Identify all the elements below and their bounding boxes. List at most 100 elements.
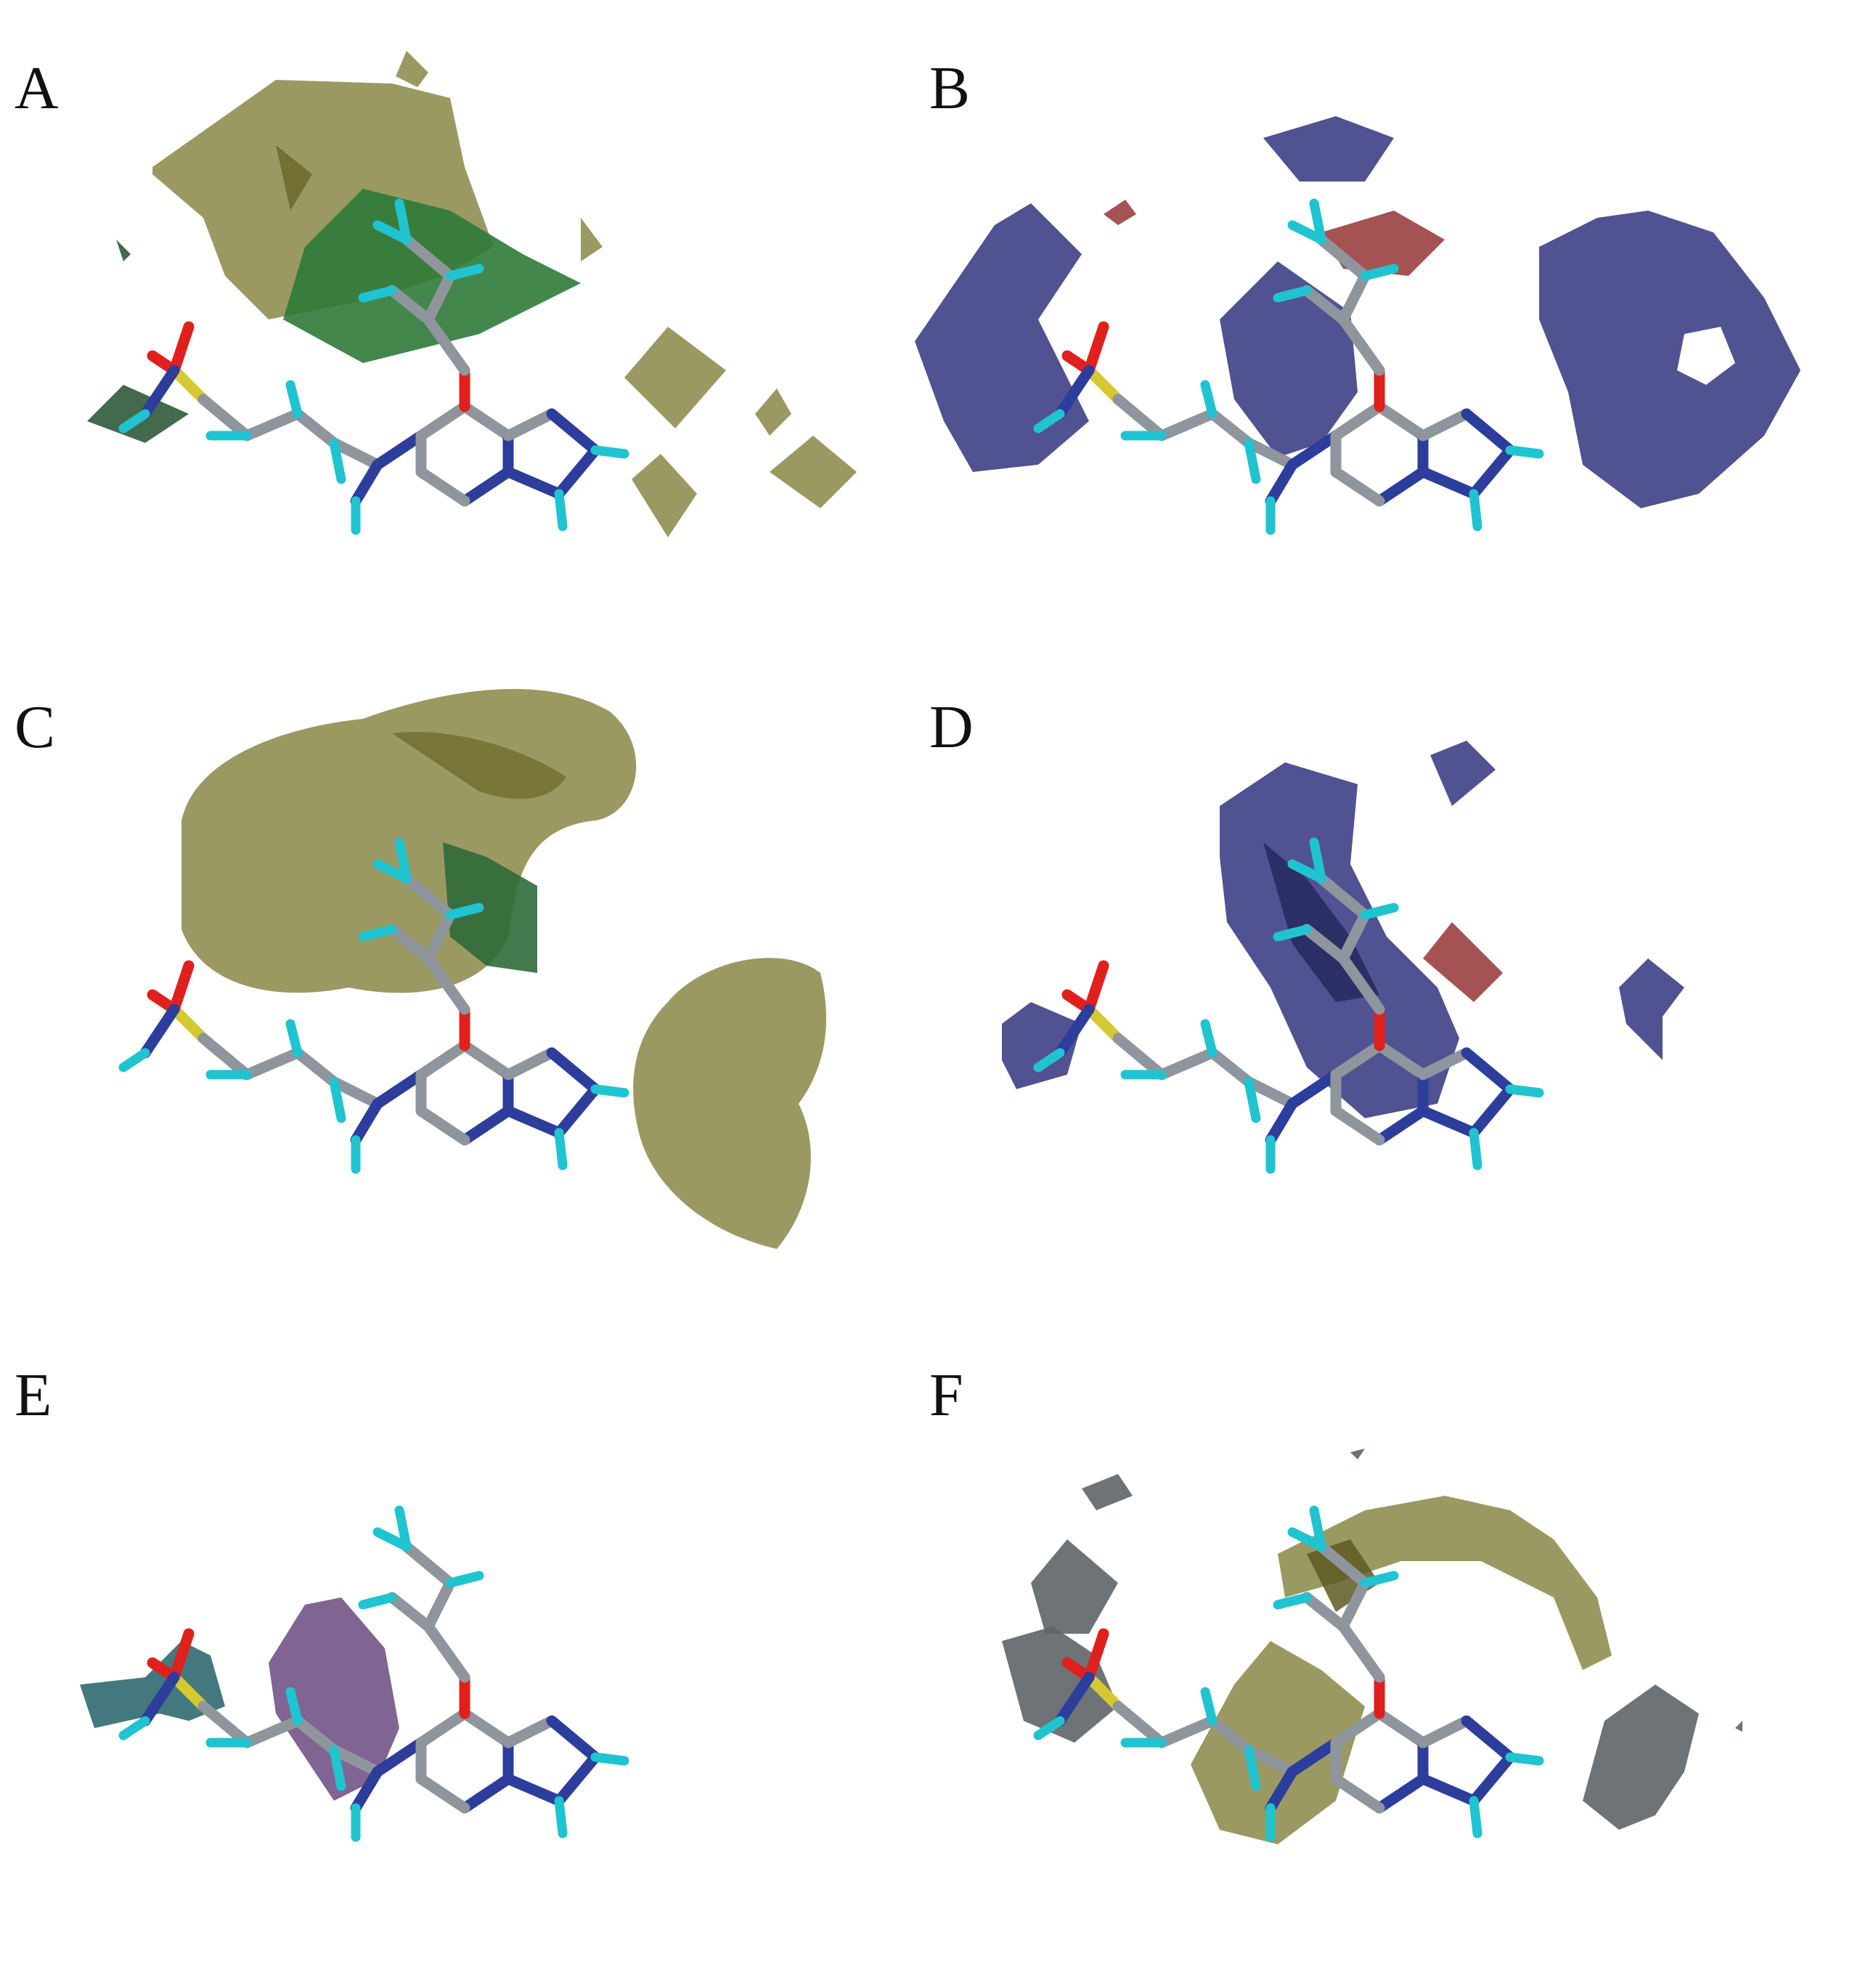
bond [241,408,303,441]
bond [1374,466,1429,507]
panel-label: F [929,1361,963,1429]
hbond-acceptor-contour [1583,1685,1699,1830]
bond [1083,1628,1109,1683]
bond [1156,1715,1218,1748]
bond [423,1621,470,1683]
bond [1156,408,1218,441]
panel-a: A [15,51,937,668]
hbond-contours [1002,1449,1742,1844]
hydrogen-bond [1309,198,1326,245]
bond [1316,234,1371,282]
ligand-molecule [118,837,629,1174]
hydrogen-bond [1469,1796,1483,1838]
bond [168,365,209,405]
bond [1337,314,1385,376]
bond [328,437,383,471]
steric-favorable-contour [581,218,603,261]
bond [423,909,456,964]
bond [1054,1003,1095,1059]
hydrogen-bond [329,1077,346,1123]
bond [1083,960,1109,1015]
hydrogen-bond [554,1128,568,1170]
bond [1207,1715,1255,1756]
bond [415,1773,470,1814]
bond [1286,1069,1342,1109]
bond [386,285,434,325]
bond [1112,1033,1167,1080]
bond [502,1773,565,1807]
bond [1286,1737,1342,1778]
hydrogen-bond [394,1505,412,1552]
hydrogen-bond [1200,1687,1218,1726]
hydrogen-bond [285,1019,303,1058]
bond [401,1541,456,1589]
bond [1054,365,1095,420]
bond [1054,1671,1095,1727]
hydrogen-bond [1505,1084,1544,1098]
bond [1337,953,1385,1015]
bond [1243,437,1298,471]
hydrogen-bond [554,489,568,532]
bond [139,1671,180,1727]
bond [459,1040,514,1080]
hydrogen-bond [590,1084,629,1098]
bond [1417,1047,1472,1080]
hydrogen-bond [445,1571,484,1588]
hydrogen-bond [1244,438,1261,484]
steric-favorable-contour [632,454,697,537]
hydrogen-bond [1273,924,1312,942]
hydrogen-bond [1200,380,1218,419]
ligand-molecule [118,198,629,535]
molecule-scene [1002,741,1684,1174]
hydrogen-bond [1273,285,1312,303]
bond [350,1766,383,1814]
hydrogen-bond [285,1687,303,1726]
bond [459,1105,514,1146]
hydrogen-bond [1505,445,1544,459]
molecule-scene [80,1505,629,1842]
electrostatic-positive-contour [1430,741,1496,806]
hbond-acceptor-contour [1031,1539,1118,1634]
electrostatic-negative-contour [1677,327,1735,385]
electrostatic-contours [915,116,1800,508]
bond [502,1047,558,1080]
hydrogen-bond [1244,1745,1261,1791]
hydrophobic-contours [80,1597,399,1801]
steric-favorable-contour [633,958,827,1249]
bond [350,459,383,507]
bond [386,924,434,964]
panel-d: D [929,697,1851,1307]
bond [1265,459,1298,507]
panel-label: C [15,693,56,761]
bond [1083,1671,1124,1712]
hydrogen-bond [358,285,397,303]
bond [1286,430,1342,471]
hydrogen-bond [329,1745,346,1791]
hydrophobic-favorable-contour [269,1597,399,1801]
bond [1301,285,1349,325]
bond [1112,1701,1167,1748]
bond [401,873,456,921]
bond [502,466,565,500]
bond [372,1069,427,1109]
bond [168,1003,209,1044]
ligand-molecule [118,1505,629,1842]
bond [1301,1592,1349,1632]
bond [502,1105,565,1139]
hydrogen-bond [1309,837,1326,884]
bond [1316,1541,1371,1589]
electrostatic-contours [1002,741,1684,1118]
bond [415,1708,470,1748]
hydrogen-bond [329,438,346,484]
bond [1265,1098,1298,1146]
bond [1265,1766,1298,1814]
bond [350,1098,383,1146]
bond [502,408,558,441]
electrostatic-negative-contour [1321,211,1445,276]
hydrogen-bond [358,1592,397,1610]
bond [1156,1047,1218,1080]
bond [459,1708,514,1748]
bond [197,1701,253,1748]
bond [1374,1105,1429,1146]
ligand-molecule [1033,1505,1544,1842]
